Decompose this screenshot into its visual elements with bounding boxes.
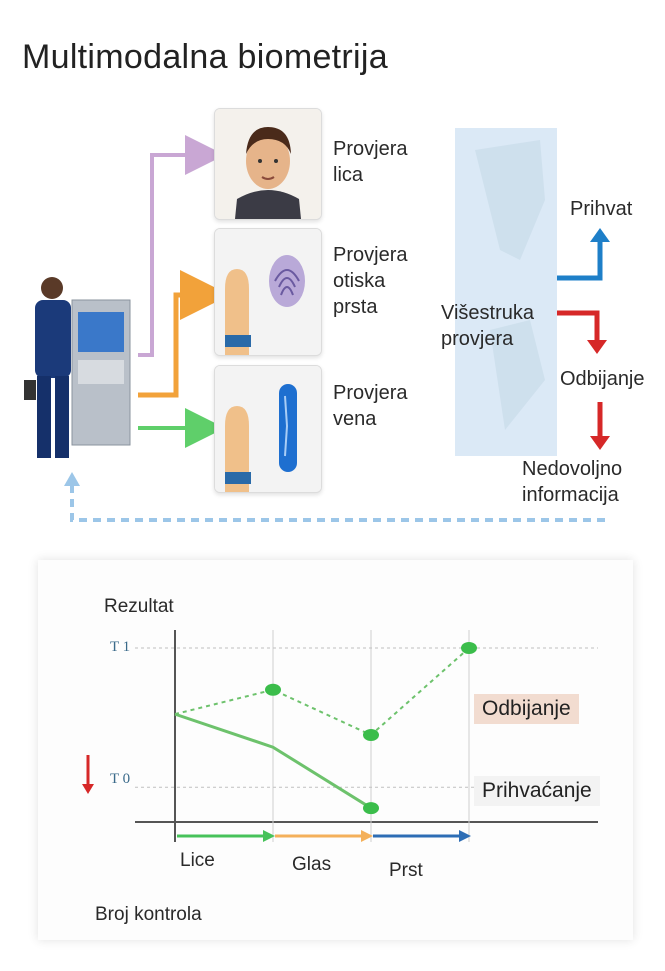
fusion-label: Višestruka provjera (441, 302, 535, 350)
fingerprint-check-card (214, 228, 322, 356)
kiosk-icon (71, 299, 131, 446)
score-chart-panel: Odbijanje Prihvaćanje Rezultat Broj kont… (38, 560, 633, 940)
insufficient-outcome-label: Nedovoljno informacija (522, 458, 623, 506)
face-icon (215, 109, 321, 219)
flow-diagram (24, 128, 610, 522)
series-0-point-2 (363, 729, 379, 741)
category-arrowhead-1 (361, 830, 373, 842)
x-axis-label: Broj kontrola (95, 904, 202, 925)
category-label-lice: Lice (180, 850, 215, 871)
direction-indicator-head (82, 784, 94, 794)
category-arrowhead-2 (459, 830, 471, 842)
face-check-label: Provjera lica (333, 138, 408, 186)
series-0-point-3 (461, 642, 477, 654)
series-1-point-2 (363, 802, 379, 815)
fingerprint-check-label: Provjera otiska prsta (333, 244, 408, 318)
y-axis-label: Rezultat (104, 596, 174, 617)
category-label-prst: Prst (389, 860, 423, 881)
vein-icon (215, 366, 321, 492)
face-check-card (214, 108, 322, 220)
reject-outcome-label: Odbijanje (560, 368, 645, 390)
series-0-point-1 (265, 683, 281, 696)
series-line-0 (174, 647, 470, 737)
accept-region-label: Prihvaćanje (474, 776, 600, 806)
vein-check-label: Provjera vena (333, 382, 408, 430)
fingerprint-icon (215, 229, 321, 355)
accept-outcome-label: Prihvat (570, 198, 633, 220)
series-line-1 (174, 712, 372, 810)
page-title: Multimodalna biometrija (22, 38, 388, 76)
category-arrowhead-0 (263, 830, 275, 842)
reject-region-label: Odbijanje (474, 694, 579, 724)
threshold-t0-label: T 0 (110, 771, 131, 787)
threshold-t1-label: T 1 (110, 639, 131, 655)
vein-check-card (214, 365, 322, 493)
person-icon (24, 277, 71, 458)
category-label-glas: Glas (292, 854, 332, 875)
